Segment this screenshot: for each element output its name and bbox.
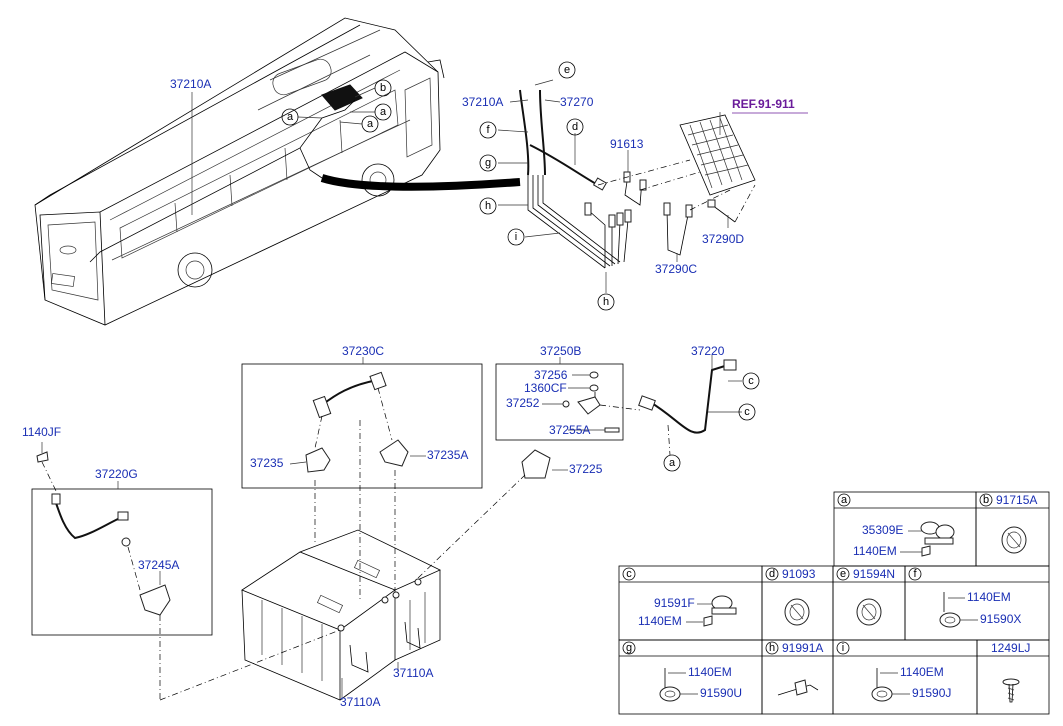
- callout-h: h: [603, 296, 609, 308]
- roof-junction-box: [321, 84, 363, 111]
- cable-box-37230c: [241, 357, 483, 489]
- harness-illustration: [497, 79, 756, 293]
- cell-key-g: g: [626, 642, 632, 654]
- grommet-91093-label: 91093: [782, 567, 816, 581]
- part-37252-label: 37252: [506, 396, 540, 410]
- callout-f: f: [486, 124, 490, 136]
- cell-key-f: f: [913, 568, 917, 580]
- callout-a: a: [669, 457, 676, 469]
- callout-h: h: [485, 200, 491, 212]
- part-35309e-label: 35309E: [862, 523, 903, 537]
- harness-37290c-label: 37290C: [655, 262, 697, 276]
- part-1140em-label: 1140EM: [853, 544, 897, 558]
- cell-key-c: c: [626, 568, 632, 580]
- cable-tie-91991a-label: 91991A: [782, 641, 823, 655]
- bus-callouts: a b a a: [281, 79, 392, 133]
- ref-label: REF.91-911: [732, 97, 795, 111]
- part-1140em-label: 1140EM: [900, 665, 944, 679]
- box-37230c-title: 37230C: [342, 344, 384, 358]
- part-37256-label: 37256: [534, 368, 568, 382]
- table-cell-f: f 1140EM 91590X: [908, 567, 1021, 628]
- callout-c: c: [744, 406, 750, 418]
- table-cell-e: e 91594N: [836, 567, 895, 626]
- grommet-91594n-label: 91594N: [853, 567, 895, 581]
- part-37235a-label: 37235A: [427, 448, 468, 462]
- callout-e: e: [564, 64, 570, 76]
- cable-37220-label: 37220: [691, 344, 725, 358]
- cell-key-a: a: [841, 494, 848, 506]
- bus-illustration: [34, 17, 521, 326]
- part-37225-label: 37225: [569, 462, 603, 476]
- battery-left-label: 37110A: [340, 695, 380, 709]
- table-cell-a: a 35309E 1140EM: [837, 493, 955, 558]
- cell-key-d: d: [769, 568, 775, 580]
- part-1140em-label: 1140EM: [688, 665, 732, 679]
- harness-callouts: e d f g h i h: [479, 61, 615, 311]
- callout-a: a: [380, 106, 387, 118]
- part-91590x-label: 91590X: [980, 612, 1021, 626]
- table-cell-i: i 1140EM 91590J: [836, 641, 951, 702]
- battery-pair: [159, 420, 526, 701]
- callout-i: i: [515, 231, 517, 243]
- cell-key-h: h: [769, 642, 775, 654]
- callout-a: a: [367, 118, 374, 130]
- table-cell-h: h 91991A: [765, 641, 823, 696]
- table-cell-b: b 91715A: [979, 493, 1037, 554]
- part-1360cf-label: 1360CF: [524, 381, 567, 395]
- part-91590j-label: 91590J: [912, 686, 951, 700]
- cable-37220: [521, 355, 742, 479]
- cell-key-b: b: [983, 494, 989, 506]
- cable-37220-callouts: c c a: [663, 372, 760, 472]
- table-cell-d: d 91093: [765, 567, 816, 626]
- bolt-1140jf-label: 1140JF: [22, 425, 61, 439]
- terminal-box-37250b: [495, 357, 641, 441]
- box-37250b-title: 37250B: [540, 344, 581, 358]
- bus-harness-label: 37210A: [170, 77, 211, 91]
- cell-key-i: i: [842, 642, 844, 654]
- part-37255a-label: 37255A: [549, 423, 590, 437]
- box-37220g-title: 37220G: [95, 467, 138, 481]
- harness-37290d-label: 37290D: [702, 232, 744, 246]
- screw-1249lj-label: 1249LJ: [991, 641, 1030, 655]
- cell-key-e: e: [840, 568, 846, 580]
- part-1140em-label: 1140EM: [967, 590, 1011, 604]
- part-1140em-label: 1140EM: [638, 614, 682, 628]
- table-cell-c: c 91591F 1140EM: [622, 567, 737, 628]
- part-37245a-label: 37245A: [138, 558, 179, 572]
- harness-91613-label: 91613: [610, 137, 644, 151]
- harness-37270-label: 37270: [560, 95, 594, 109]
- battery-right-label: 37110A: [393, 666, 433, 680]
- part-91591f-label: 91591F: [654, 596, 695, 610]
- callout-a: a: [287, 111, 294, 123]
- table-cell-screw: 1249LJ: [991, 641, 1030, 703]
- callout-d: d: [572, 121, 578, 133]
- part-91590u-label: 91590U: [700, 686, 742, 700]
- table-cell-g: g 1140EM 91590U: [622, 641, 742, 702]
- parts-table: [618, 491, 1050, 715]
- harness-37210a-label: 37210A: [462, 95, 503, 109]
- callout-b: b: [380, 82, 386, 94]
- callout-g: g: [485, 157, 491, 169]
- grommet-91715a-label: 91715A: [996, 493, 1037, 507]
- part-37235-label: 37235: [250, 456, 284, 470]
- cable-box-37220g: [31, 442, 213, 636]
- callout-c: c: [748, 375, 754, 387]
